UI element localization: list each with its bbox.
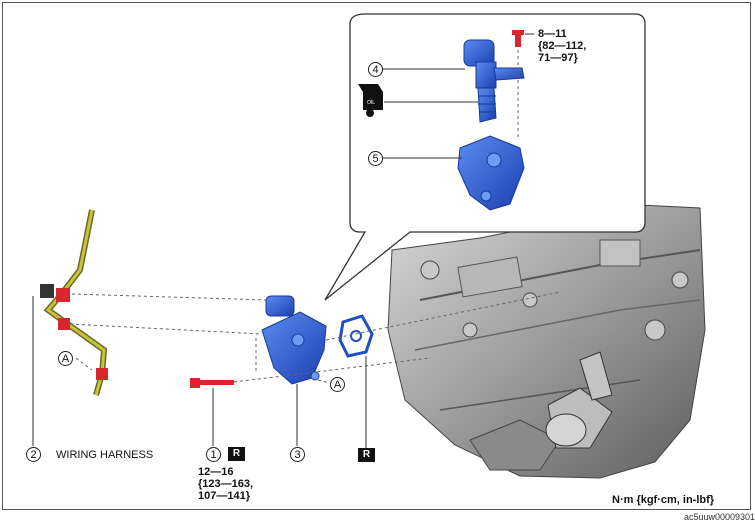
oil-control-solenoid-valve (463, 39, 525, 123)
part-4-marker: 4 (368, 62, 383, 77)
mounting-bolt (190, 378, 234, 388)
image-code: ac5uuw00009301 (684, 512, 755, 522)
units-note: N·m {kgf·cm, in-lbf} (612, 494, 715, 506)
bolt-torque-line1: 12—16 (198, 466, 234, 478)
bolt-torque-line2: {123—163, (198, 478, 254, 490)
part-5-marker: 5 (368, 151, 383, 166)
oil-filter (545, 351, 613, 449)
upper-torque-line2: {82—112, (538, 40, 587, 52)
part-1-marker: 1 (206, 447, 221, 462)
replace-marker-1: R (228, 447, 245, 461)
oil-can-icon: OIL (358, 84, 383, 117)
diagram-frame (2, 2, 751, 510)
part-2-marker: 2 (26, 447, 41, 462)
part-3-marker: 3 (290, 447, 305, 462)
engine-block (387, 204, 706, 479)
solenoid-valve-housing (457, 135, 525, 211)
wiring-harness-label: WIRING HARNESS (56, 449, 154, 461)
ref-a-marker-right: A (330, 377, 345, 392)
svg-text:OIL: OIL (367, 100, 375, 106)
wiring-harness (40, 209, 108, 396)
gasket (338, 314, 374, 358)
ref-a-marker-left: A (58, 351, 73, 366)
upper-torque-line1: 8—11 (538, 28, 567, 40)
oil-control-valve-assembly (261, 295, 327, 385)
bolt-torque-line3: 107—141} (198, 490, 250, 502)
upper-torque-line3: 71—97} (538, 52, 578, 64)
upper-bolt (512, 30, 524, 47)
replace-marker-2: R (358, 448, 375, 462)
